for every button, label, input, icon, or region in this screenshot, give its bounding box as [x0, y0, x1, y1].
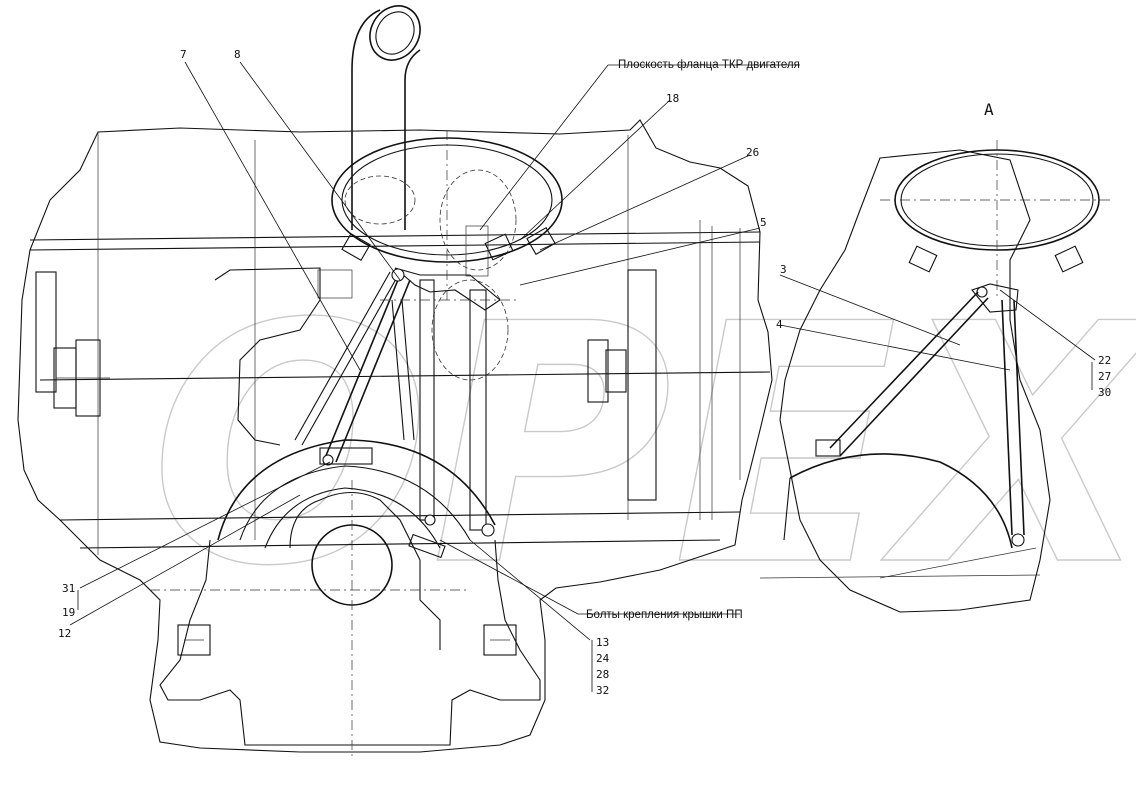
- view-a-bracket: [971, 283, 1019, 313]
- frame-rail-low-2: [79, 539, 721, 549]
- label-cover-bolts: Болты крепления крышки ПП: [586, 609, 743, 621]
- leader-13: [469, 539, 591, 641]
- view-a-cover-side: [783, 477, 791, 541]
- gearbox-housing-arc: [217, 439, 496, 541]
- label-18: 18: [666, 92, 679, 105]
- engine-cap: [317, 269, 353, 299]
- view-a-cover-arc: [789, 453, 1013, 549]
- leader-26: [539, 154, 751, 251]
- view-a-pivot-bottom: [1011, 533, 1025, 547]
- label-26: 26: [746, 146, 759, 159]
- view-a-strut-3: [829, 291, 979, 449]
- exhaust-pipe-mouth-inner: [375, 11, 415, 55]
- label-12: 12: [58, 627, 71, 640]
- view-a-strut-4: [1001, 299, 1013, 536]
- mid-flange: [587, 339, 609, 403]
- strut-7: [324, 274, 401, 459]
- label-8: 8: [234, 48, 241, 61]
- label-3: 3: [780, 263, 787, 276]
- strut-8-b: [301, 271, 401, 446]
- left-post: [35, 271, 57, 393]
- mid-flange-2: [605, 349, 627, 393]
- label-4: 4: [776, 318, 783, 331]
- leaders: [69, 61, 1096, 692]
- label-28: 28: [596, 668, 609, 681]
- hidden-circle-2: [431, 279, 509, 381]
- leader-22: [999, 289, 1096, 361]
- label-24: 24: [596, 652, 610, 665]
- strut-pivot-bottom: [322, 454, 334, 466]
- view-a-foot: [815, 439, 841, 457]
- watermark: OPEX: [149, 253, 1136, 638]
- gearbox-foot-left: [177, 624, 211, 656]
- view-a-strut-4-b: [1013, 299, 1025, 536]
- label-27: 27: [1098, 370, 1111, 383]
- engine-block-left: [214, 267, 321, 446]
- strut-vertical: [391, 299, 405, 441]
- view-a-strut-3-b: [839, 297, 989, 457]
- label-13: 13: [596, 636, 609, 649]
- label-7: 7: [180, 48, 187, 61]
- frame-rail-top-2: [29, 241, 761, 251]
- label-32: 32: [596, 684, 609, 697]
- leader-7: [184, 61, 361, 371]
- label-5: 5: [760, 216, 767, 229]
- ring-clamp-left: [341, 232, 371, 262]
- cover-bolt-2: [424, 514, 436, 526]
- gearbox-housing-arc-inner-2: [264, 487, 441, 549]
- gearbox-inner-profile: [289, 492, 441, 650]
- label-flange-plane: Плоскость фланца ТКР двигателя: [618, 59, 800, 71]
- frame-rail-mid: [39, 371, 771, 381]
- leader-5: [519, 227, 761, 286]
- frame-rail-top: [29, 231, 761, 241]
- cover-bolt-1: [408, 533, 446, 559]
- view-a-pivot-top: [976, 286, 988, 298]
- ring-clamp-right: [526, 226, 556, 256]
- leader-3: [779, 274, 961, 346]
- main-outline: [17, 119, 773, 753]
- view-a-outline: [779, 149, 1051, 613]
- frame-rail-low: [59, 511, 741, 521]
- support-top: [465, 225, 489, 277]
- label-31: 31: [62, 582, 75, 595]
- strut-foot-plate: [319, 447, 373, 465]
- label-19: 19: [62, 606, 75, 619]
- view-a-baseline: [879, 547, 1037, 579]
- leader-31: [79, 461, 331, 589]
- view-a-baseline-2: [759, 574, 1041, 579]
- ring-clamp-mid: [484, 233, 514, 261]
- strut-pivot-top: [391, 268, 405, 282]
- exhaust-pipe: [351, 9, 421, 230]
- support-column-2: [469, 289, 487, 531]
- leader-4: [779, 324, 1011, 371]
- strut-8: [294, 271, 391, 441]
- view-a-clamp-left: [908, 245, 938, 273]
- leader-cover-bolts: [439, 539, 579, 615]
- exhaust-pipe-mouth: [369, 5, 421, 61]
- gearbox-foot-right: [483, 624, 517, 656]
- strut-vertical-b: [401, 299, 415, 441]
- leader-flange-plane: [479, 64, 609, 231]
- pipe-section-dashed: [344, 175, 416, 225]
- labels: А Плоскость фланца ТКР двигателя Болты к…: [58, 48, 1111, 697]
- leader-18: [519, 99, 671, 241]
- view-a-clamp-right: [1054, 245, 1084, 273]
- label-view-a: А: [984, 100, 994, 119]
- leader-8: [239, 61, 401, 281]
- strut-7-b: [335, 279, 411, 463]
- view-a: [759, 140, 1110, 613]
- hidden-circle-1: [439, 169, 517, 271]
- main-view: [17, 5, 773, 760]
- watermark-text: OPEX: [150, 254, 1136, 638]
- label-30: 30: [1098, 386, 1111, 399]
- mid-post: [627, 269, 657, 501]
- leader-12: [69, 494, 301, 626]
- gearbox-body: [159, 539, 541, 746]
- cover-bolt-3: [481, 523, 495, 537]
- gearbox-housing-arc-inner: [239, 465, 471, 541]
- label-22: 22: [1098, 354, 1111, 367]
